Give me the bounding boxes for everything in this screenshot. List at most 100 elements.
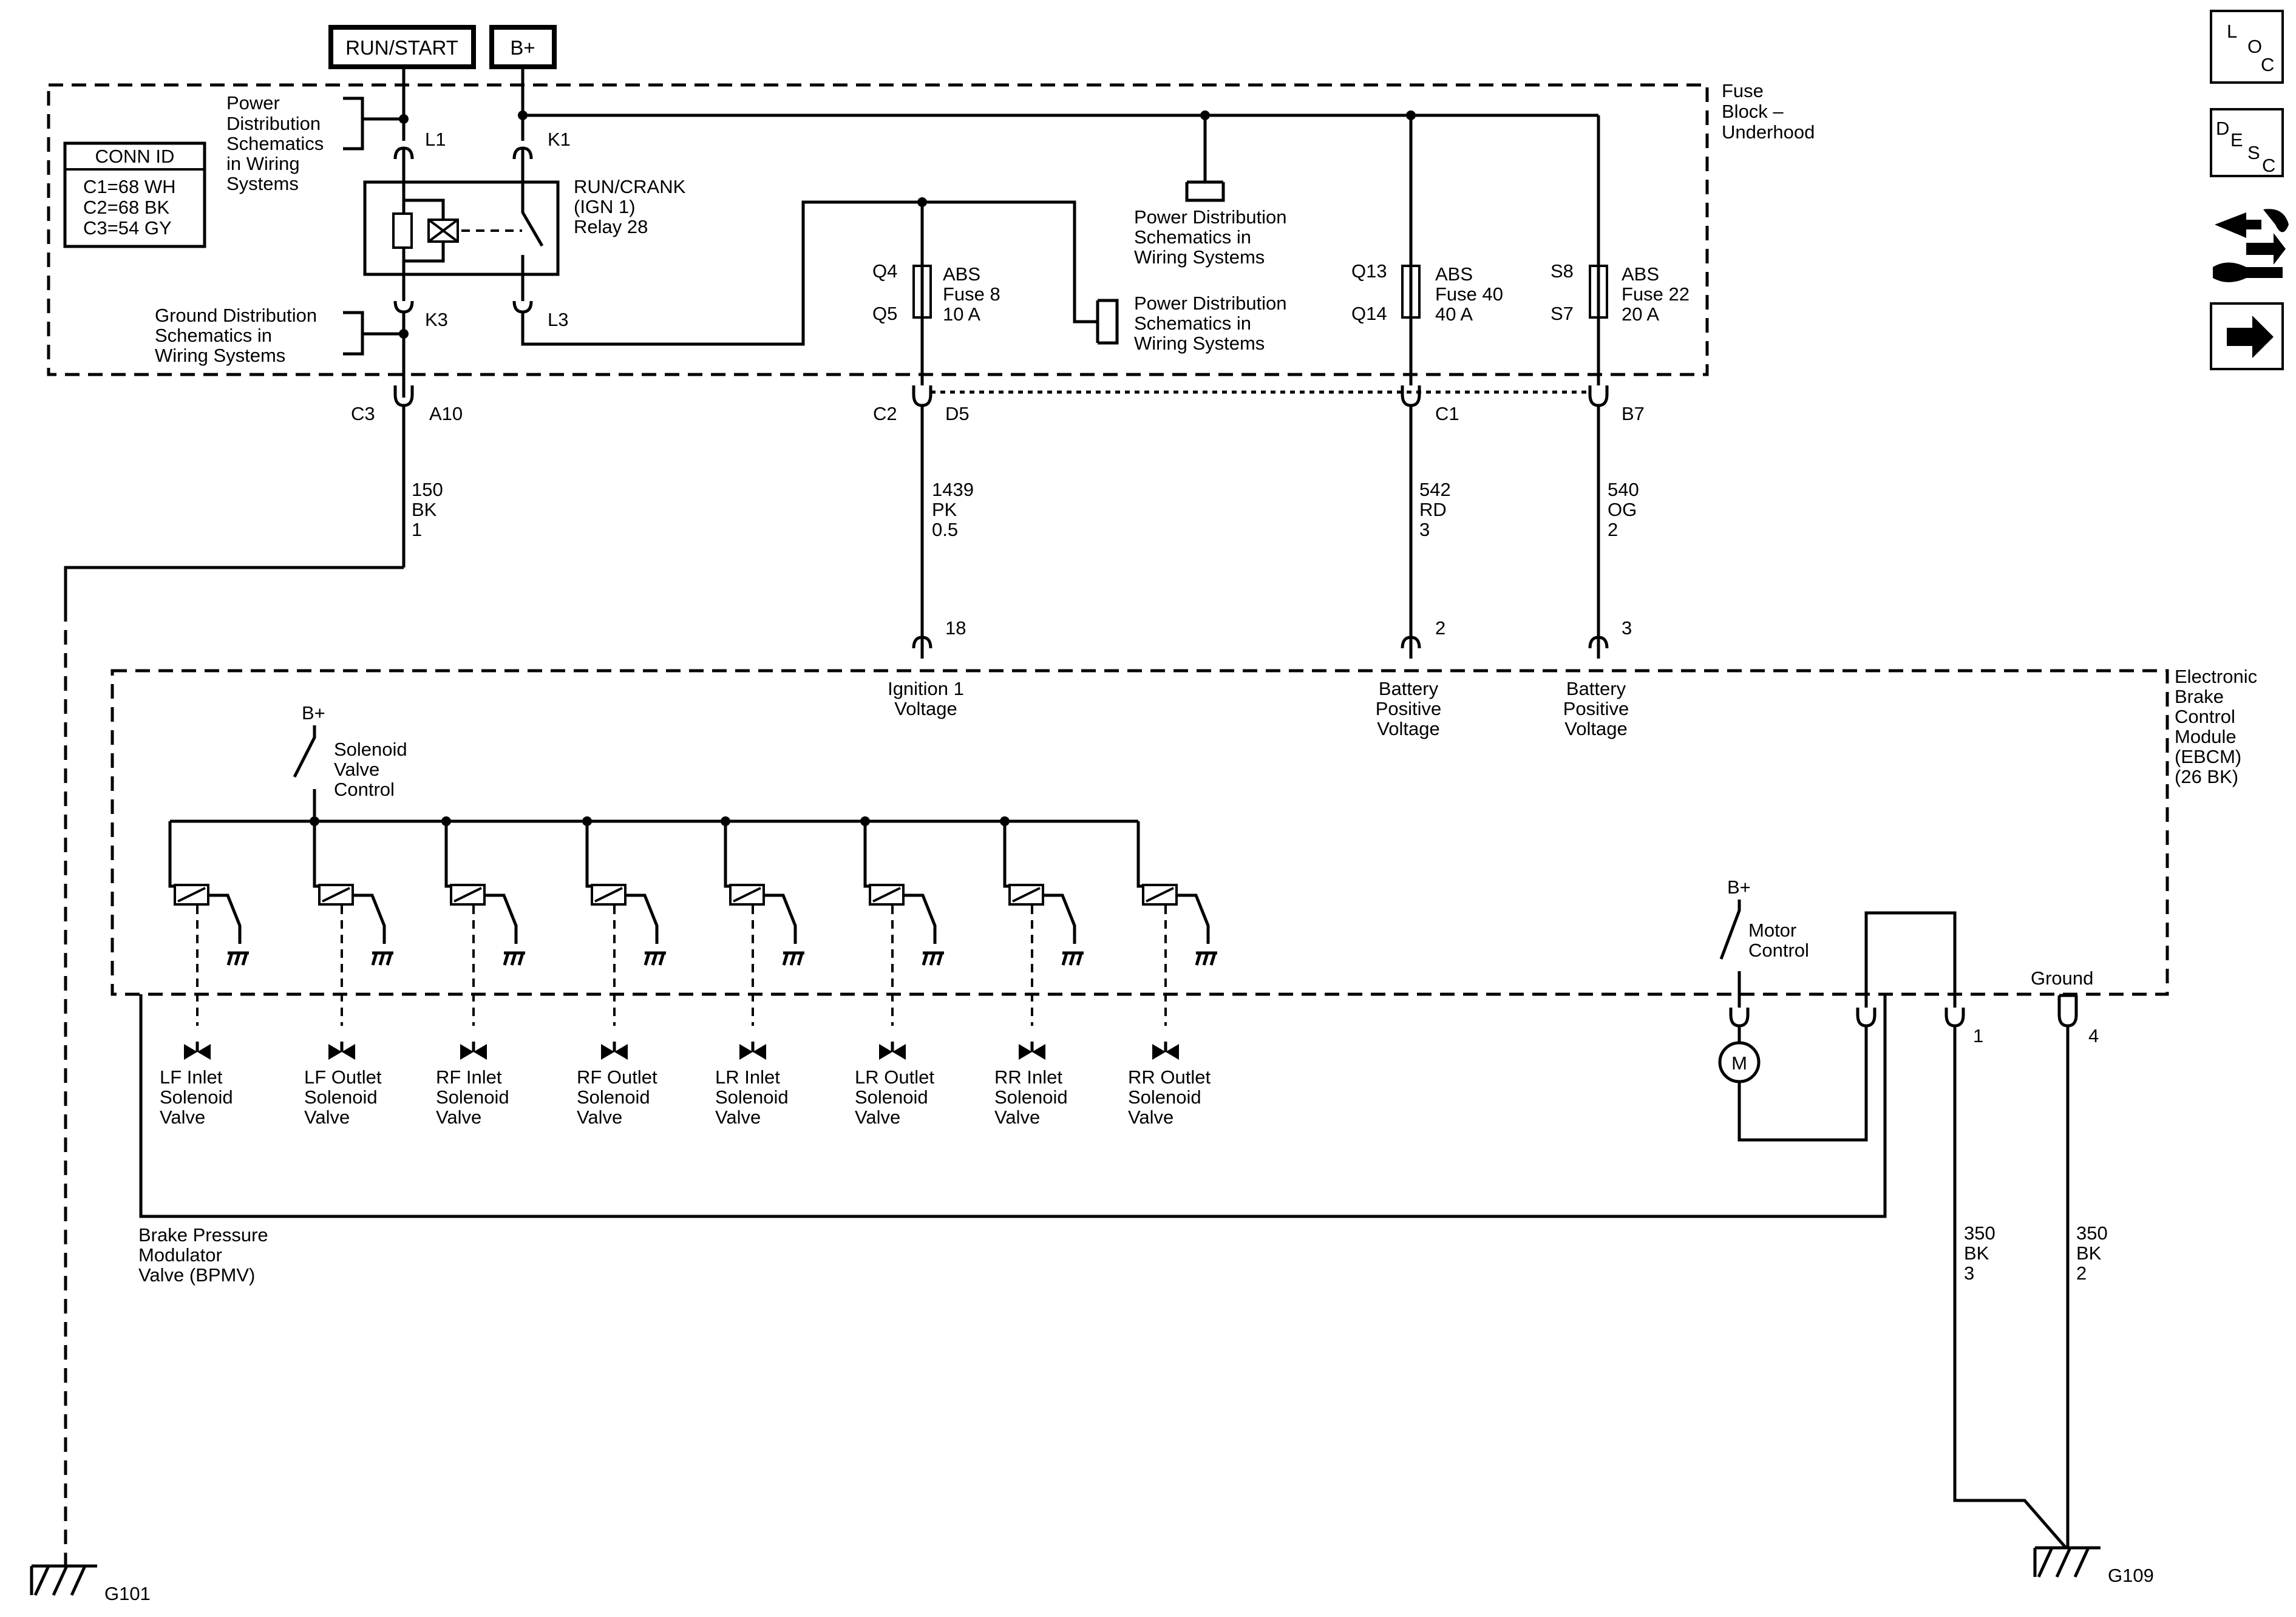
relay-pin-l3: L3 — [512, 200, 1098, 346]
svg-text:ABS: ABS — [1622, 263, 1659, 285]
connector-tool-icon[interactable] — [2213, 209, 2289, 282]
valve-label-line: Valve — [1128, 1107, 1173, 1128]
svg-text:540: 540 — [1608, 479, 1639, 500]
svg-text:Valve: Valve — [334, 759, 379, 780]
desc-icon[interactable]: D E S C — [2210, 108, 2284, 177]
svg-text:ABS: ABS — [943, 263, 980, 285]
svg-text:Fuse: Fuse — [1722, 80, 1764, 101]
svg-text:Control: Control — [2175, 706, 2235, 727]
svg-text:Module: Module — [2175, 726, 2237, 747]
svg-text:Positive: Positive — [1563, 698, 1629, 719]
valve-label-line: Valve — [304, 1107, 350, 1128]
svg-text:Valve (BPMV): Valve (BPMV) — [138, 1264, 255, 1286]
valve-label-line: Valve — [577, 1107, 622, 1128]
valve-label-line: Valve — [160, 1107, 205, 1128]
valve-label-line: LF Outlet — [304, 1066, 382, 1088]
relay-pin-k3: K3 — [393, 274, 448, 398]
motor-connector — [1729, 1008, 1750, 1043]
svg-text:RUN/CRANK: RUN/CRANK — [574, 176, 686, 197]
svg-text:Schematics: Schematics — [226, 133, 324, 154]
relay-run-crank-ign1: RUN/CRANK (IGN 1) Relay 28 — [363, 176, 686, 276]
power-distribution-reference-low: Power Distribution Schematics in Wiring … — [1096, 293, 1287, 354]
bplus-label-box: B+ — [489, 25, 557, 69]
relay-pin-l1: L1 — [393, 129, 446, 182]
svg-text:Wiring Systems: Wiring Systems — [1134, 246, 1265, 268]
svg-text:1: 1 — [412, 519, 422, 540]
fuse-abs-8: Q4 Q5 ABS Fuse 8 10 A — [872, 260, 1000, 325]
valve-label-line: Solenoid — [1128, 1086, 1201, 1108]
svg-text:BK: BK — [412, 499, 437, 520]
ground-g101: G101 — [30, 1564, 151, 1604]
svg-text:BK: BK — [1964, 1242, 1989, 1264]
ebcm-outline — [110, 669, 2169, 996]
svg-text:B+: B+ — [1727, 876, 1751, 898]
valve-label-line: Solenoid — [577, 1086, 650, 1108]
svg-text:Motor: Motor — [1748, 920, 1796, 941]
svg-text:150: 150 — [412, 479, 443, 500]
svg-text:C2: C2 — [873, 403, 897, 424]
svg-text:G101: G101 — [104, 1583, 151, 1604]
svg-text:(IGN 1): (IGN 1) — [574, 196, 636, 217]
svg-text:Distribution: Distribution — [226, 113, 321, 134]
next-arrow-icon[interactable] — [2210, 302, 2284, 370]
valve-label-line: Valve — [715, 1107, 761, 1128]
svg-text:Voltage: Voltage — [1564, 718, 1627, 739]
svg-text:in Wiring: in Wiring — [226, 153, 300, 174]
valve-label-line: RR Outlet — [1128, 1066, 1211, 1088]
ebcm-title: Electronic Brake Control Module (EBCM) (… — [2175, 666, 2257, 787]
svg-text:10 A: 10 A — [943, 303, 980, 325]
valve-label-line: Solenoid — [160, 1086, 233, 1108]
svg-text:Control: Control — [1748, 940, 1809, 961]
svg-text:Systems: Systems — [226, 173, 299, 194]
svg-text:C: C — [2262, 155, 2275, 176]
svg-text:C3=54 GY: C3=54 GY — [83, 217, 172, 239]
svg-text:3: 3 — [1964, 1263, 1974, 1284]
svg-text:4: 4 — [2088, 1025, 2099, 1046]
valve-label-line: Solenoid — [994, 1086, 1068, 1108]
svg-text:Modulator: Modulator — [138, 1244, 222, 1266]
svg-text:Relay 28: Relay 28 — [574, 216, 648, 237]
svg-text:B7: B7 — [1622, 403, 1645, 424]
valve-label-line: RR Inlet — [994, 1066, 1062, 1088]
solenoid-driver-2 — [310, 816, 393, 1026]
connector-c2-c1: C1 542 RD 3 — [1401, 385, 1459, 631]
svg-text:C3: C3 — [351, 403, 375, 424]
pump-motor: M — [1718, 1041, 1761, 1083]
svg-text:Power Distribution: Power Distribution — [1134, 206, 1287, 228]
ebcm-pin-2: 2 Battery Positive Voltage — [1376, 617, 1446, 739]
svg-text:Ground Distribution: Ground Distribution — [155, 305, 317, 326]
valve-label-line: Valve — [436, 1107, 481, 1128]
ebcm-pin-3: 3 Battery Positive Voltage — [1563, 617, 1632, 739]
svg-text:Fuse 8: Fuse 8 — [943, 283, 1000, 305]
svg-text:O: O — [2247, 36, 2262, 57]
loc-icon[interactable]: L O C — [2210, 10, 2284, 84]
svg-text:RD: RD — [1419, 499, 1447, 520]
connector-c2-b7: B7 540 OG 2 — [1588, 385, 1645, 631]
conn-id-title: CONN ID — [95, 146, 175, 167]
svg-text:D: D — [2216, 118, 2229, 139]
svg-text:C: C — [2261, 54, 2274, 75]
solenoid-valve-control-switch: B+ Solenoid Valve Control — [293, 702, 407, 821]
solenoid-drivers — [168, 816, 1217, 1026]
valve-label-line: Valve — [855, 1107, 900, 1128]
valve-label-line: Solenoid — [855, 1086, 928, 1108]
svg-text:L: L — [2227, 21, 2237, 42]
valve-label-line: RF Outlet — [577, 1066, 657, 1088]
svg-text:Brake: Brake — [2175, 686, 2224, 707]
solenoid-driver-1 — [168, 821, 249, 1026]
svg-text:OG: OG — [1608, 499, 1637, 520]
ground-distribution-reference: Ground Distribution Schematics in Wiring… — [155, 305, 404, 366]
svg-text:C1=68 WH: C1=68 WH — [83, 176, 175, 197]
solenoid-driver-3 — [441, 816, 525, 1026]
svg-text:Wiring Systems: Wiring Systems — [1134, 333, 1265, 354]
svg-text:K1: K1 — [548, 129, 571, 150]
bplus-bus-wire — [521, 67, 1598, 141]
svg-text:350: 350 — [2076, 1222, 2108, 1244]
svg-text:Battery: Battery — [1379, 678, 1439, 699]
